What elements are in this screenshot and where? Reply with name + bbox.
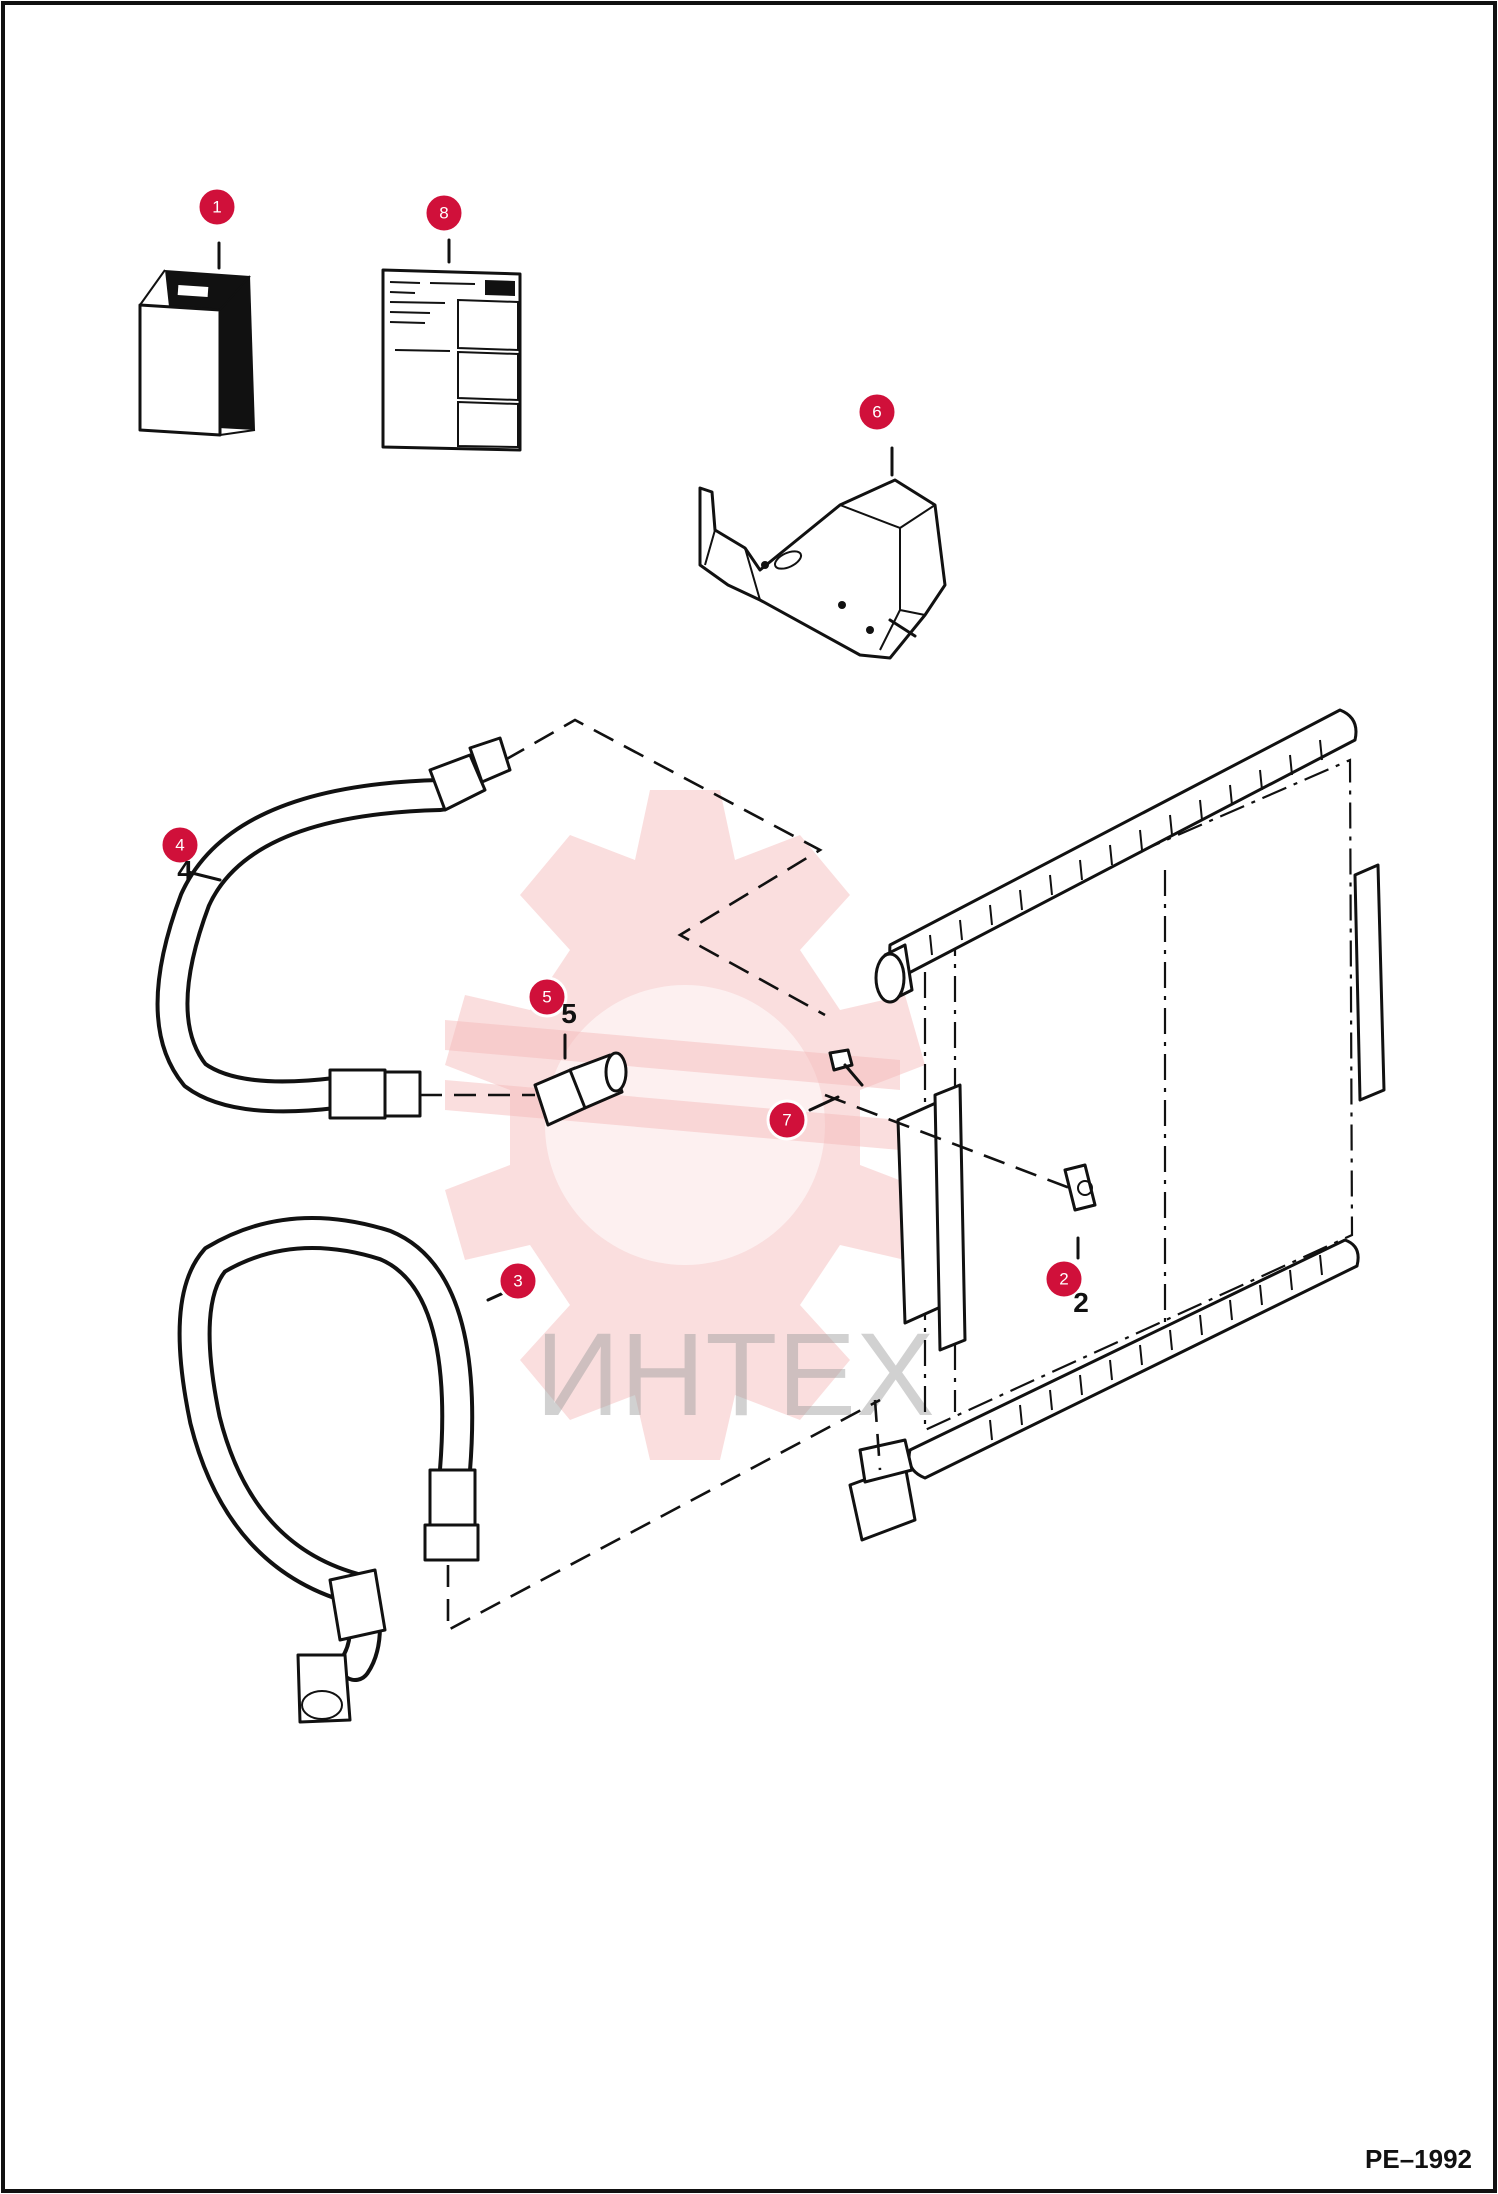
watermark-text: ИНТЕХ [535, 1309, 935, 1441]
svg-text:4: 4 [175, 836, 184, 855]
part-6-mounting-bracket [698, 446, 947, 660]
callout-4: 4 [159, 824, 201, 866]
part-4-upper-hose [155, 736, 512, 1120]
callout-8: 8 [423, 192, 465, 234]
svg-text:5: 5 [542, 988, 551, 1007]
part-3-lower-hose [177, 1216, 512, 1724]
callout-3: 3 [497, 1260, 539, 1302]
svg-text:7: 7 [782, 1111, 791, 1130]
svg-text:6: 6 [872, 403, 881, 422]
part-7-bolt [808, 1048, 864, 1112]
callout-6: 6 [856, 391, 898, 433]
part-8-instruction-sheet [381, 238, 522, 452]
part-2-clip-nut [1063, 1163, 1097, 1260]
part-5-elbow-fitting [533, 1033, 628, 1127]
svg-text:8: 8 [439, 204, 448, 223]
svg-text:1: 1 [212, 198, 221, 217]
part-label-4: 4 [177, 855, 193, 886]
oil-cooler-assembly [848, 708, 1386, 1542]
part-label-5: 5 [561, 998, 577, 1029]
callout-5: 5 [526, 976, 568, 1018]
drawing-code: PE–1992 [1365, 2144, 1472, 2174]
svg-text:3: 3 [513, 1272, 522, 1291]
svg-text:2: 2 [1059, 1270, 1068, 1289]
part-1-box [138, 241, 256, 437]
watermark-logo [445, 790, 925, 1460]
assembly-connection-lines [420, 718, 1076, 1633]
callout-7: 7 [766, 1099, 808, 1141]
callout-1: 1 [196, 186, 238, 228]
callout-2: 2 [1043, 1258, 1085, 1300]
part-label-2: 2 [1073, 1287, 1089, 1318]
